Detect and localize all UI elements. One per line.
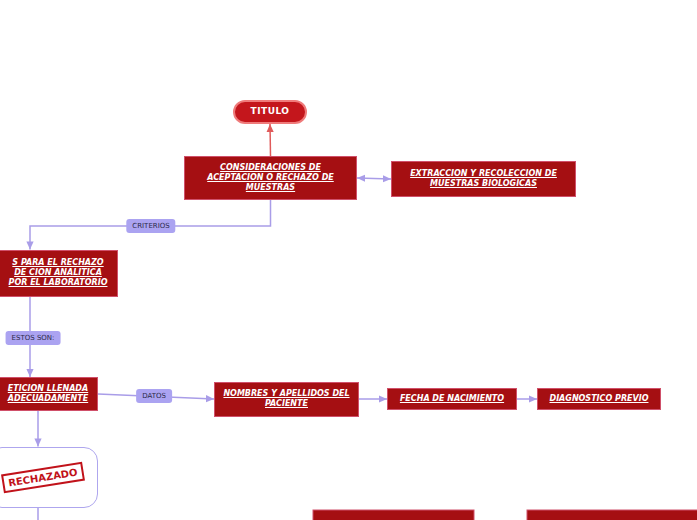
node-text: TITULO	[245, 103, 296, 120]
topic-box: S PARA EL RECHAZO DE CION ANALITICA POR …	[0, 250, 118, 297]
topic-box: FECHA DE NACIMIENTO	[387, 388, 517, 410]
connector	[30, 200, 271, 250]
connector	[359, 398, 387, 400]
node-text: S PARA EL RECHAZO DE CION ANALITICA POR …	[0, 255, 117, 291]
node-text: ETICION LLENADA ADECUADAMENTE	[0, 381, 97, 407]
title-pill: TITULO	[233, 100, 307, 124]
topic-box: ETICION LLENADA ADECUADAMENTE	[0, 377, 98, 411]
topic-box: CONSIDERACIONES DE ACEPTACION O RECHAZO …	[184, 156, 357, 200]
edge-label: DATOS	[136, 389, 172, 403]
topic-box: DIAGNOSTICO PREVIO	[537, 388, 661, 410]
node-text: CONSIDERACIONES DE ACEPTACION O RECHAZO …	[185, 160, 356, 196]
connector	[517, 398, 537, 400]
image-box: RECHAZADO	[0, 447, 98, 508]
edge-label: ESTOS SON:	[6, 331, 61, 345]
stamp-text: RECHAZADO	[1, 461, 85, 493]
cut-box	[527, 510, 697, 520]
node-text: EXTRACCION Y RECOLECCION DE MUESTRAS BIO…	[392, 166, 575, 192]
topic-box: NOMBRES Y APELLIDOS DEL PACIENTE	[214, 382, 359, 417]
connector	[269, 124, 271, 156]
topic-box: EXTRACCION Y RECOLECCION DE MUESTRAS BIO…	[391, 161, 576, 197]
connector-stub	[37, 508, 39, 520]
edge-label: CRITERIOS	[126, 219, 175, 233]
node-text: DIAGNOSTICO PREVIO	[544, 391, 655, 407]
connector	[357, 178, 391, 179]
node-text: NOMBRES Y APELLIDOS DEL PACIENTE	[215, 386, 358, 412]
cut-box	[313, 510, 474, 520]
connector	[37, 411, 39, 447]
node-text: FECHA DE NACIMIENTO	[394, 391, 510, 407]
